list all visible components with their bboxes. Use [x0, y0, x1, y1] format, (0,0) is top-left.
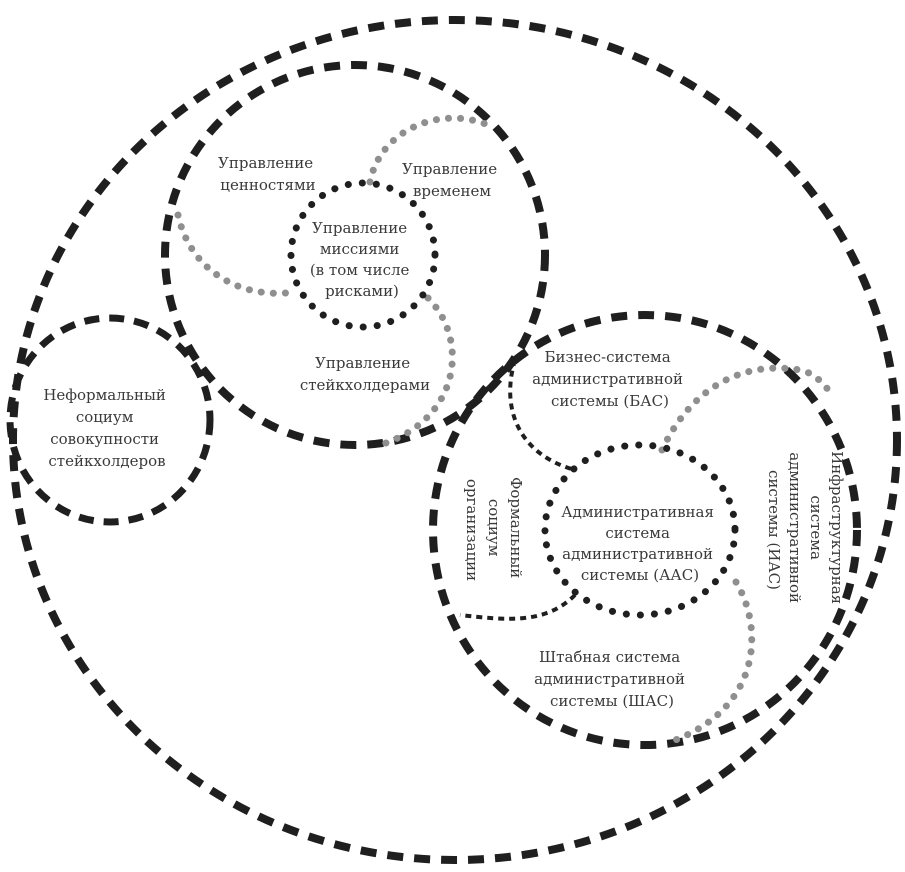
admin-core-circle	[541, 441, 739, 619]
business-arc	[508, 359, 576, 472]
infrastructure-system-label: Инфраструктурная система административно…	[765, 451, 846, 609]
outer-circle	[9, 16, 901, 864]
organisation-circle	[429, 311, 861, 749]
mission-core-circle	[287, 179, 439, 331]
time-arc	[366, 114, 492, 186]
informal-society-label: Неформальный социум совокупности стейкхо…	[43, 386, 170, 470]
staff-system-label: Штабная система административной системы…	[534, 648, 690, 710]
formal-society-label: Формальный социум организации	[463, 477, 525, 583]
values-arc	[174, 211, 299, 297]
infrastructure-arc	[658, 364, 836, 454]
time-mgmt-label: Управление временем	[402, 160, 502, 200]
formal-society-arc	[459, 593, 577, 621]
business-system-label: Бизнес-система административной системы …	[532, 348, 688, 410]
stakeholder-arc	[376, 294, 456, 449]
values-mgmt-label: Управление ценностями	[218, 154, 318, 194]
staff-arc	[666, 578, 756, 746]
mission-mgmt-label: Управление миссиями (в том числе рисками…	[310, 219, 414, 300]
stakeholder-mgmt-label: Управление стейкхолдерами	[300, 354, 430, 394]
admin-system-label: Административная система административно…	[561, 503, 718, 584]
management-circle	[161, 61, 549, 449]
informal-society-circle	[6, 314, 214, 526]
